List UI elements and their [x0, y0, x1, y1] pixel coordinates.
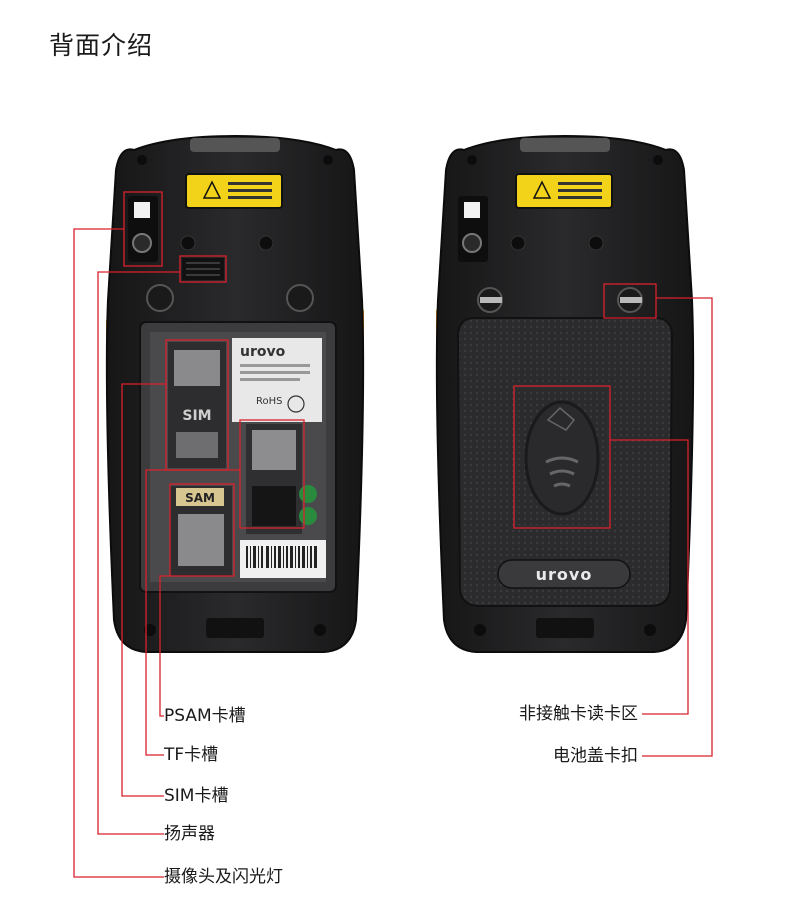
latch-left — [146, 284, 174, 312]
label-speaker: 扬声器 — [164, 824, 215, 844]
sam-slot-text: SAM — [185, 491, 215, 505]
camera-lens-icon-2 — [462, 233, 482, 253]
highlight-latch — [603, 283, 657, 319]
scanner-window — [190, 138, 280, 152]
leader-sim — [121, 383, 166, 797]
label-tf-slot: TF卡槽 — [164, 745, 219, 765]
page-title: 背面介绍 — [49, 31, 154, 60]
callouts-right — [513, 283, 713, 757]
nfc-wave-icon — [545, 456, 579, 464]
highlight-tf — [239, 419, 305, 529]
latch-right — [286, 284, 314, 312]
brand-logo-text: urovo — [536, 565, 593, 584]
label-psam-slot: PSAM卡槽 — [164, 706, 246, 726]
leader-nfc — [610, 439, 689, 715]
label-camera-flash: 摄像头及闪光灯 — [164, 867, 283, 887]
nfc-card-icon — [546, 406, 576, 431]
camera-lens-icon — [132, 233, 152, 253]
device-right: urovo — [435, 134, 695, 653]
rohs-mark: RoHS — [256, 396, 282, 407]
bottom-connector — [206, 618, 264, 638]
leader-psam — [159, 575, 170, 717]
info-label-brand: urovo — [240, 344, 286, 360]
highlight-nfc — [513, 385, 611, 529]
leader-speaker — [97, 271, 180, 835]
callouts-left — [73, 191, 305, 878]
brand-plate — [497, 559, 631, 589]
label-battery-latch: 电池盖卡扣 — [553, 746, 638, 766]
highlight-psam — [169, 483, 235, 577]
device-left: SIM urovo RoHS SAM — [105, 134, 365, 653]
flash-icon-2 — [464, 202, 480, 218]
highlight-speaker — [179, 255, 227, 283]
sim-slot-text: SIM — [182, 408, 211, 424]
leader-latch — [642, 297, 713, 757]
leader-camera — [73, 228, 164, 878]
label-sim-slot: SIM卡槽 — [164, 786, 229, 806]
flash-icon — [134, 202, 150, 218]
label-nfc-area: 非接触卡读卡区 — [519, 704, 638, 724]
leader-tf — [145, 469, 240, 756]
nfc-area — [515, 387, 609, 527]
